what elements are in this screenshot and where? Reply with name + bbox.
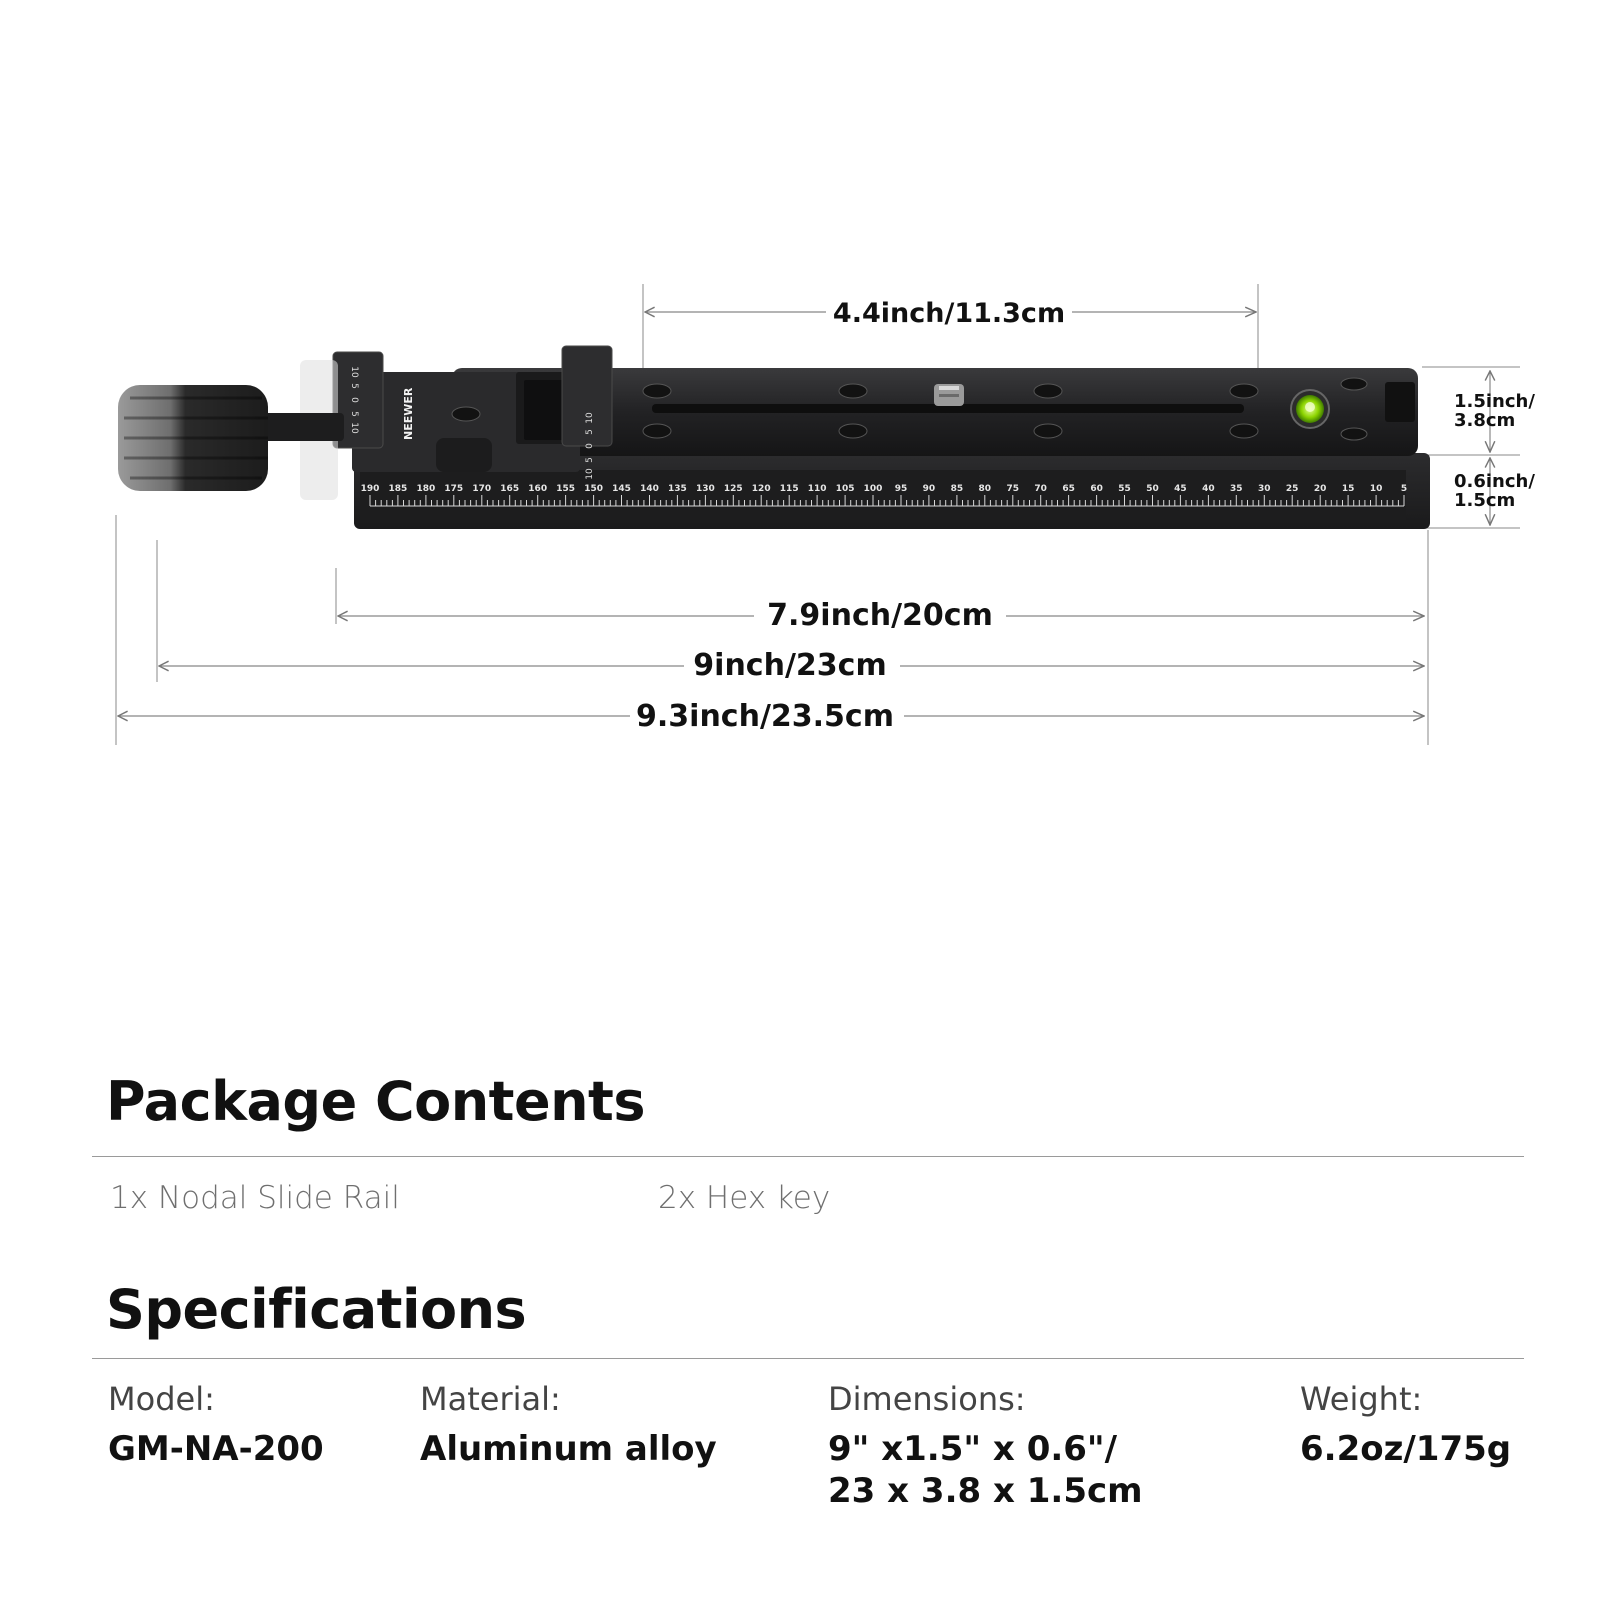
mounting-holes	[642, 377, 1368, 441]
scale-label: 185	[389, 484, 408, 494]
spec-model-value: GM-NA-200	[108, 1429, 324, 1469]
scale-label: 110	[808, 484, 827, 494]
scale-label: 85	[951, 484, 964, 494]
divider	[92, 1156, 1524, 1157]
scale-label: 160	[528, 484, 547, 494]
scale-label: 50	[1146, 484, 1159, 494]
height-top-line2: 3.8cm	[1454, 410, 1515, 431]
scale-label: 10	[1370, 484, 1383, 494]
scale-label: 180	[417, 484, 436, 494]
spec-weight-label: Weight:	[1300, 1380, 1423, 1418]
spec-weight-value: 6.2oz/175g	[1300, 1429, 1512, 1469]
brand-logo: NEEWER	[402, 387, 415, 440]
scale-label: 170	[472, 484, 491, 494]
spec-dimensions-value: 9" x1.5" x 0.6"/ 23 x 3.8 x 1.5cm	[828, 1428, 1143, 1512]
extension-lines	[115, 284, 1520, 745]
package-item-hex-key: 2x Hex key	[658, 1180, 831, 1216]
scale-label: 165	[500, 484, 519, 494]
scale-label: 100	[864, 484, 883, 494]
dial-label: 10	[585, 468, 595, 480]
height-bottom-line2: 1.5cm	[1454, 490, 1515, 511]
specifications-title: Specifications	[106, 1278, 527, 1341]
mounting-screw	[934, 384, 964, 406]
top-plate	[452, 368, 1418, 456]
dial-scale-left: 10 5 0 5 10	[349, 366, 359, 434]
dial-label: 5	[349, 383, 359, 389]
dial-label: 10	[349, 366, 359, 378]
dial-label: 5	[585, 457, 595, 463]
scale-label: 150	[584, 484, 603, 494]
spec-dimensions-label: Dimensions:	[828, 1380, 1026, 1418]
spec-weight: Weight: 6.2oz/175g	[1300, 1380, 1511, 1470]
scale-label: 5	[1401, 484, 1407, 494]
package-item-rail: 1x Nodal Slide Rail	[110, 1180, 400, 1216]
hole-spacing-label: 4.4inch/11.3cm	[833, 298, 1065, 329]
height-bottom-line1: 0.6inch/	[1454, 471, 1535, 492]
divider	[92, 1358, 1524, 1359]
scale-label: 25	[1286, 484, 1299, 494]
scale-label: 95	[895, 484, 908, 494]
dial-label: 5	[585, 429, 595, 435]
dial-label: 0	[585, 443, 595, 449]
scale-label: 90	[923, 484, 936, 494]
scale-label: 155	[556, 484, 575, 494]
clamp-assembly: 10 5 0 5 10 10 5 0 5 10 NEEWER	[118, 345, 613, 500]
dial-scale-right: 10 5 0 5 10	[585, 412, 595, 480]
scale-label: 60	[1090, 484, 1103, 494]
scale-label: 80	[979, 484, 992, 494]
dial-label: 0	[349, 397, 359, 403]
scale-label: 15	[1342, 484, 1355, 494]
scale-label: 55	[1118, 484, 1131, 494]
spec-model-label: Model:	[108, 1380, 215, 1418]
spec-material: Material: Aluminum alloy	[420, 1380, 717, 1470]
scale-label: 35	[1230, 484, 1243, 494]
scale-label: 105	[836, 484, 855, 494]
scale-label: 75	[1007, 484, 1020, 494]
spec-material-label: Material:	[420, 1380, 561, 1418]
height-top-line1: 1.5inch/	[1454, 391, 1535, 412]
scale-label: 175	[444, 484, 463, 494]
rail-length-label: 7.9inch/20cm	[767, 598, 993, 633]
bubble-level	[1290, 389, 1330, 429]
length-dimensions: 7.9inch/20cm 9inch/23cm 9.3inch/23.5cm	[118, 598, 1424, 734]
dial-label: 10	[349, 422, 359, 434]
spec-dimensions: Dimensions: 9" x1.5" x 0.6"/ 23 x 3.8 x …	[828, 1380, 1143, 1512]
scale-label: 145	[612, 484, 631, 494]
scale-label: 140	[640, 484, 659, 494]
package-contents-title: Package Contents	[106, 1070, 646, 1133]
scale-label: 30	[1258, 484, 1271, 494]
clamp-knob	[118, 385, 268, 491]
scale-label: 130	[696, 484, 715, 494]
scale-label: 70	[1034, 484, 1047, 494]
hole-spacing-dimension: 4.4inch/11.3cm	[645, 298, 1256, 329]
spec-model: Model: GM-NA-200	[108, 1380, 324, 1470]
scale-label: 40	[1202, 484, 1215, 494]
spec-material-value: Aluminum alloy	[420, 1429, 717, 1469]
scale-label: 115	[780, 484, 799, 494]
spec-dimensions-value-line1: 9" x1.5" x 0.6"/	[828, 1429, 1118, 1469]
rail-body	[354, 453, 1430, 529]
spec-dimensions-value-line2: 23 x 3.8 x 1.5cm	[828, 1471, 1143, 1511]
total-length-label: 9.3inch/23.5cm	[636, 699, 894, 734]
dial-label: 5	[349, 411, 359, 417]
scale-label: 135	[668, 484, 687, 494]
scale-label: 45	[1174, 484, 1187, 494]
scale-label: 190	[361, 484, 380, 494]
dial-label: 10	[585, 412, 595, 424]
scale-label: 120	[752, 484, 771, 494]
scale-label: 125	[724, 484, 743, 494]
height-dimensions: 1.5inch/ 3.8cm 0.6inch/ 1.5cm	[1454, 371, 1535, 525]
scale-label: 65	[1062, 484, 1075, 494]
scale-label: 20	[1314, 484, 1327, 494]
body-length-label: 9inch/23cm	[693, 648, 886, 683]
